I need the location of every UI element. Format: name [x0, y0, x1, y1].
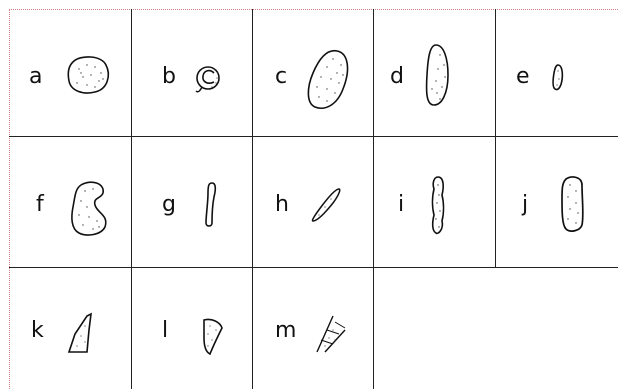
cell-f: f	[9, 137, 131, 267]
cell-m: m	[253, 268, 373, 389]
specimen-lumpy-rod	[374, 137, 495, 267]
specimen-coiled-ring	[132, 9, 252, 136]
cell-j: j	[496, 137, 618, 267]
specimen-diagonal-needle	[253, 137, 373, 267]
specimen-round-oval	[9, 9, 131, 136]
cell-e: e	[496, 9, 618, 136]
specimen-kidney	[9, 137, 131, 267]
specimen-angular-fragment	[9, 268, 131, 389]
cell-h: h	[253, 137, 373, 267]
specimen-hatched-fragment	[253, 268, 373, 389]
cell-a: a	[9, 9, 131, 136]
cell-d: d	[374, 9, 495, 136]
cell-l: l	[132, 268, 252, 389]
specimen-large-oval	[253, 9, 373, 136]
cell-k: k	[9, 268, 131, 389]
cell-c: c	[253, 9, 373, 136]
specimen-wedge	[132, 268, 252, 389]
cell-b: b	[132, 9, 252, 136]
cell-i: i	[374, 137, 495, 267]
specimen-thin-rod	[132, 137, 252, 267]
cell-g: g	[132, 137, 252, 267]
specimen-small-narrow-oval	[496, 9, 618, 136]
specimen-rounded-rectangle	[496, 137, 618, 267]
specimen-tall-oval	[374, 9, 495, 136]
